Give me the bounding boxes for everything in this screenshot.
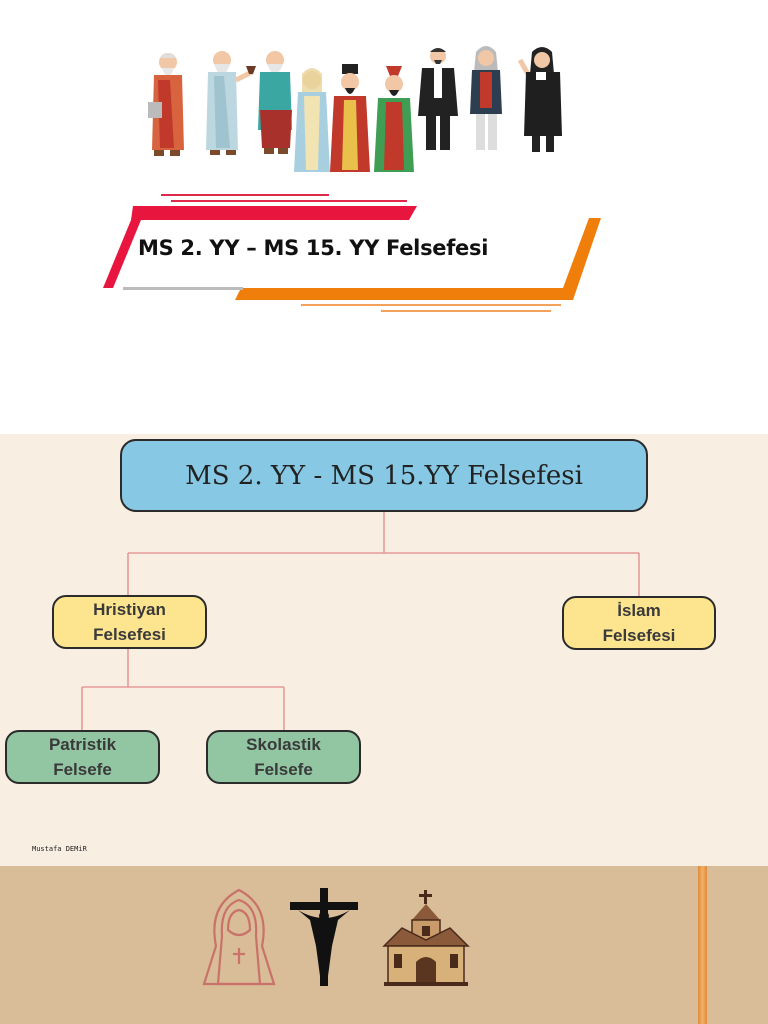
philosophers-illustration (148, 46, 562, 172)
philosopher-figure (330, 64, 370, 172)
node-label-line1: İslam (617, 601, 661, 620)
philosopher-figure (470, 46, 502, 150)
node-label-line2: Felsefe (254, 760, 313, 779)
philosopher-figure (374, 66, 414, 172)
node-label-line1: Patristik (48, 735, 117, 754)
root-node-label: MS 2. YY - MS 15.YY Felsefesi (185, 460, 583, 491)
node-skolastik-felsefe: Skolastik Felsefe (206, 730, 361, 784)
node-label-line2: Felsefe (53, 760, 112, 779)
decorative-strip (698, 866, 707, 1024)
title-banner (103, 194, 601, 312)
author-signature: Mustafa DEMiR (32, 845, 87, 853)
diagram-root-node: MS 2. YY - MS 15.YY Felsefesi (120, 439, 648, 512)
page-title: MS 2. YY – MS 15. YY Felsefesi (138, 236, 489, 260)
node-label-line2: Felsefesi (93, 625, 166, 644)
node-islam-felsefesi: İslam Felsefesi (562, 596, 716, 650)
philosopher-figure (418, 48, 458, 150)
philosopher-figure (294, 68, 330, 172)
philosopher-figure (517, 47, 562, 152)
philosopher-figure (148, 53, 184, 156)
node-label-line2: Felsefesi (602, 626, 676, 645)
node-hristiyan-felsefesi: Hristiyan Felsefesi (52, 595, 207, 649)
node-label-line1: Skolastik (246, 735, 321, 754)
node-patristik-felsefe: Patristik Felsefe (5, 730, 160, 784)
philosopher-figure (258, 51, 292, 154)
node-label-line1: Hristiyan (93, 600, 166, 619)
crucifix-icon (290, 888, 358, 986)
nun-icon (202, 888, 276, 986)
philosopher-figure (206, 51, 256, 155)
church-icon (382, 890, 470, 986)
